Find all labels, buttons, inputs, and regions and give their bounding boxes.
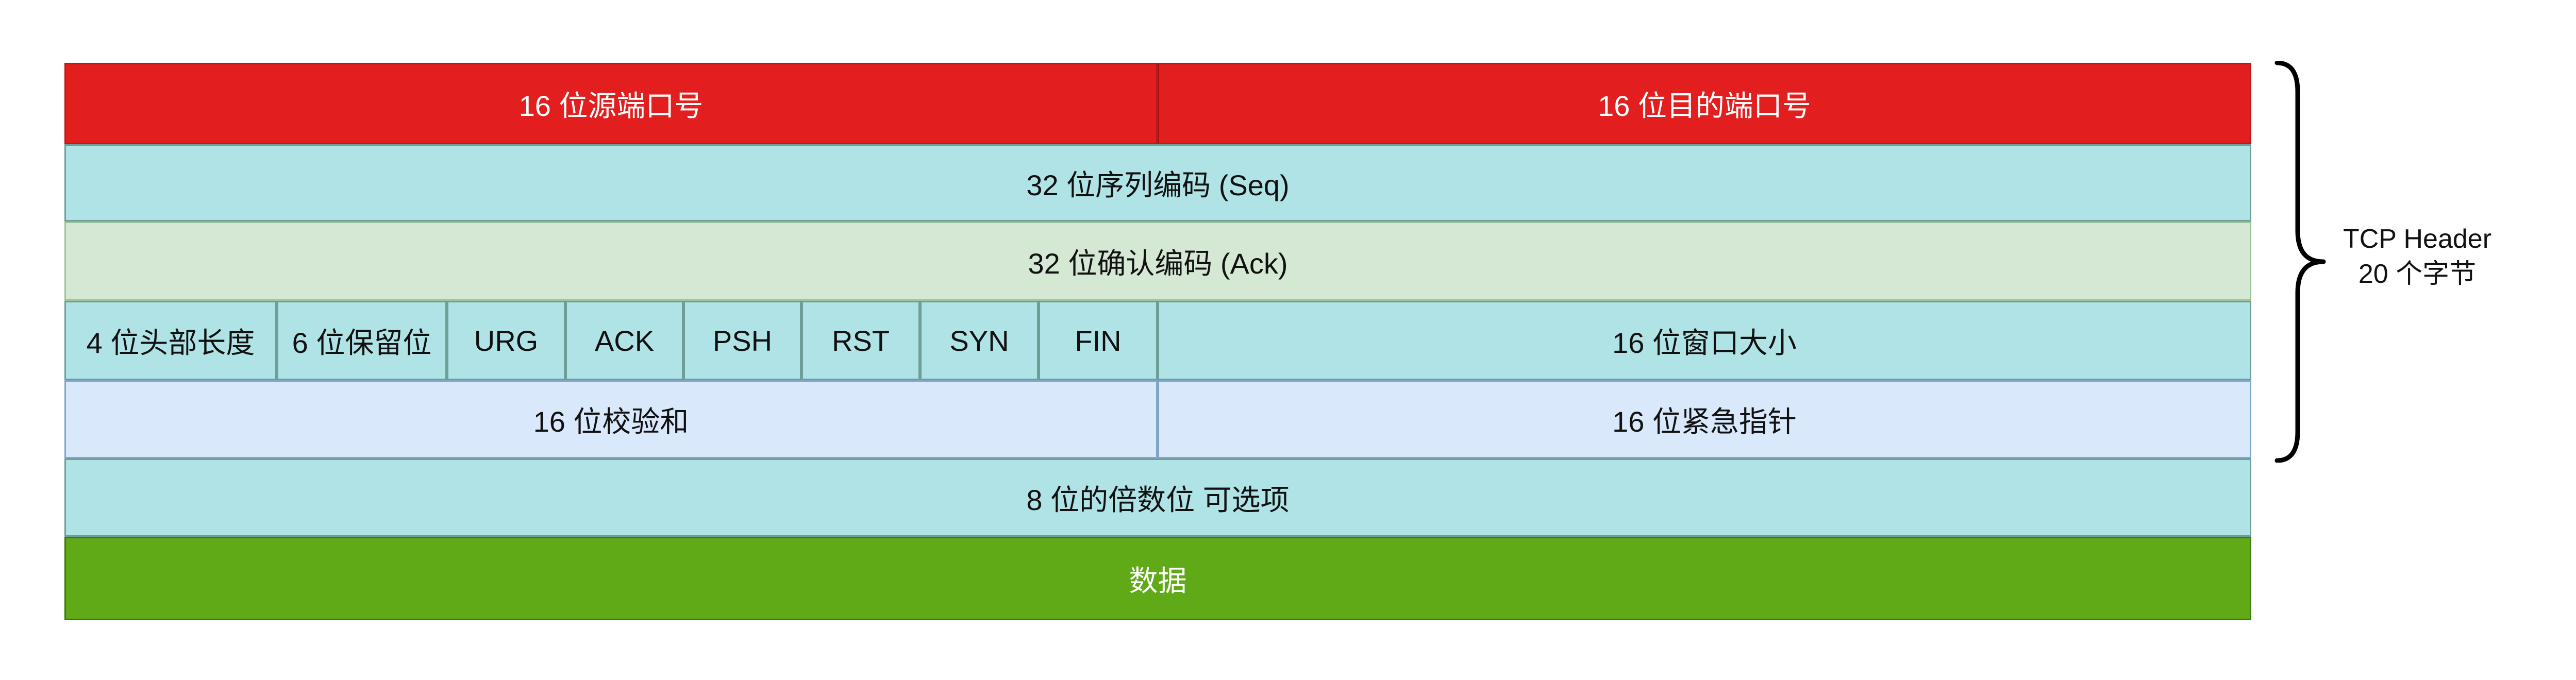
- rst-flag-field: RST: [801, 301, 920, 380]
- window-size-label: 16 位窗口大小: [1612, 326, 1797, 359]
- destination-port-label: 16 位目的端口号: [1598, 89, 1811, 122]
- data-field: 数据: [64, 537, 2251, 620]
- reserved-bits-field: 6 位保留位: [277, 301, 447, 380]
- source-port-label: 16 位源端口号: [518, 89, 704, 122]
- row-checksum-urgent: 16 位校验和 16 位紧急指针: [64, 380, 2251, 458]
- row-data: 数据: [64, 537, 2251, 620]
- sequence-number-label: 32 位序列编码 (Seq): [1026, 168, 1290, 201]
- header-length-label: 4 位头部长度: [86, 326, 255, 359]
- urgent-pointer-field: 16 位紧急指针: [1158, 380, 2251, 458]
- urgent-pointer-label: 16 位紧急指针: [1612, 405, 1797, 438]
- syn-flag-label: SYN: [949, 324, 1009, 357]
- header-brace-icon: [2274, 61, 2326, 463]
- options-label: 8 位的倍数位 可选项: [1026, 483, 1290, 516]
- row-sequence: 32 位序列编码 (Seq): [64, 144, 2251, 222]
- options-field: 8 位的倍数位 可选项: [64, 458, 2251, 537]
- urg-flag-label: URG: [474, 324, 539, 357]
- tcp-header-bytes: 20 个字节: [2358, 259, 2477, 289]
- rst-flag-label: RST: [832, 324, 890, 357]
- window-size-field: 16 位窗口大小: [1158, 301, 2251, 380]
- source-port-field: 16 位源端口号: [64, 63, 1158, 144]
- fin-flag-label: FIN: [1075, 324, 1122, 357]
- ack-number-field: 32 位确认编码 (Ack): [64, 222, 2251, 301]
- ack-flag-label: ACK: [594, 324, 655, 357]
- tcp-header-size-label: TCP Header 20 个字节: [2299, 222, 2536, 292]
- syn-flag-field: SYN: [920, 301, 1039, 380]
- sequence-number-field: 32 位序列编码 (Seq): [64, 144, 2251, 222]
- psh-flag-field: PSH: [683, 301, 801, 380]
- urg-flag-field: URG: [447, 301, 565, 380]
- fin-flag-field: FIN: [1039, 301, 1158, 380]
- row-flags: 4 位头部长度 6 位保留位 URG ACK PSH RST SYN FIN 1…: [64, 301, 2251, 380]
- row-acknowledgment: 32 位确认编码 (Ack): [64, 222, 2251, 301]
- header-length-field: 4 位头部长度: [64, 301, 277, 380]
- row-options: 8 位的倍数位 可选项: [64, 458, 2251, 537]
- data-label: 数据: [1129, 564, 1187, 597]
- tcp-header-diagram: 16 位源端口号 16 位目的端口号 32 位序列编码 (Seq) 32 位确认…: [64, 63, 2251, 620]
- ack-number-label: 32 位确认编码 (Ack): [1028, 247, 1288, 280]
- ack-flag-field: ACK: [565, 301, 683, 380]
- psh-flag-label: PSH: [712, 324, 773, 357]
- row-ports: 16 位源端口号 16 位目的端口号: [64, 63, 2251, 144]
- checksum-label: 16 位校验和: [533, 405, 689, 438]
- checksum-field: 16 位校验和: [64, 380, 1158, 458]
- tcp-header-title: TCP Header: [2343, 224, 2492, 254]
- destination-port-field: 16 位目的端口号: [1158, 63, 2251, 144]
- reserved-bits-label: 6 位保留位: [292, 326, 432, 359]
